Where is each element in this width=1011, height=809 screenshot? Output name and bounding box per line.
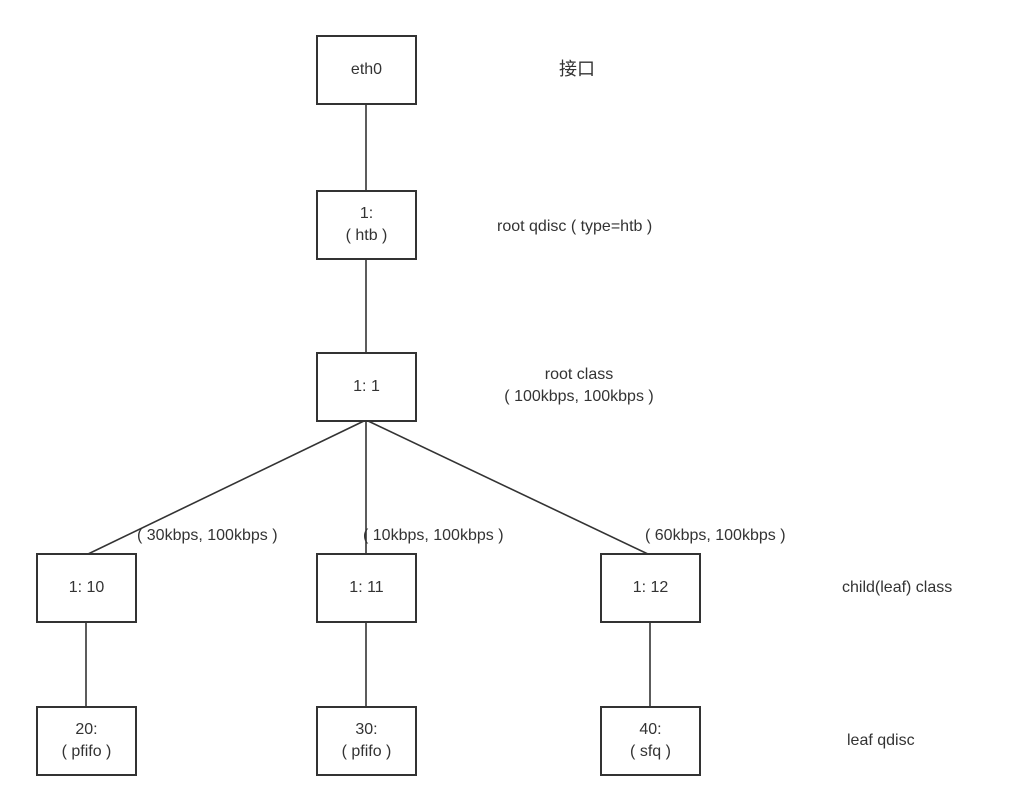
node-leaf-20-line2: ( pfifo )	[61, 743, 112, 760]
node-child-10: 1: 10	[36, 553, 137, 623]
node-root-class: 1: 1	[316, 352, 417, 422]
node-leaf-30: 30: ( pfifo )	[316, 706, 417, 776]
label-interface: 接口	[559, 59, 595, 79]
label-leaf-qdisc: leaf qdisc	[847, 732, 915, 749]
node-root-qdisc-line1: 1:	[359, 205, 374, 222]
node-leaf-40: 40: ( sfq )	[600, 706, 701, 776]
edge-label-60kbps: ( 60kbps, 100kbps )	[645, 527, 786, 544]
node-leaf-20: 20: ( pfifo )	[36, 706, 137, 776]
node-eth0-label: eth0	[350, 61, 383, 78]
node-leaf-40-line2: ( sfq )	[630, 743, 671, 760]
label-root-class: root class ( 100kbps, 100kbps )	[504, 364, 653, 408]
edge-root-class-to-child-10	[85, 419, 367, 556]
edge-label-10kbps: ( 10kbps, 100kbps )	[363, 527, 504, 544]
label-root-class-line1: root class	[544, 366, 614, 383]
label-root-class-line2: ( 100kbps, 100kbps )	[504, 388, 654, 405]
edge-root-class-to-child-12	[365, 419, 651, 556]
node-child-11-label: 1: 11	[349, 579, 384, 596]
node-child-11: 1: 11	[316, 553, 417, 623]
node-leaf-30-line2: ( pfifo )	[341, 743, 392, 760]
edge-label-30kbps: ( 30kbps, 100kbps )	[137, 527, 278, 544]
node-root-qdisc: 1: ( htb )	[316, 190, 417, 260]
label-child-class: child(leaf) class	[842, 579, 953, 596]
label-root-qdisc: root qdisc ( type=htb )	[497, 218, 653, 235]
node-root-qdisc-line2: ( htb )	[345, 227, 388, 244]
node-child-10-label: 1: 10	[68, 579, 105, 596]
node-eth0: eth0	[316, 35, 417, 105]
node-leaf-20-line1: 20:	[75, 721, 98, 738]
node-child-12: 1: 12	[600, 553, 701, 623]
node-child-12-label: 1: 12	[632, 579, 669, 596]
node-root-class-label: 1: 1	[353, 378, 380, 395]
node-leaf-30-line1: 30:	[355, 721, 378, 738]
node-leaf-40-line1: 40:	[639, 721, 662, 738]
